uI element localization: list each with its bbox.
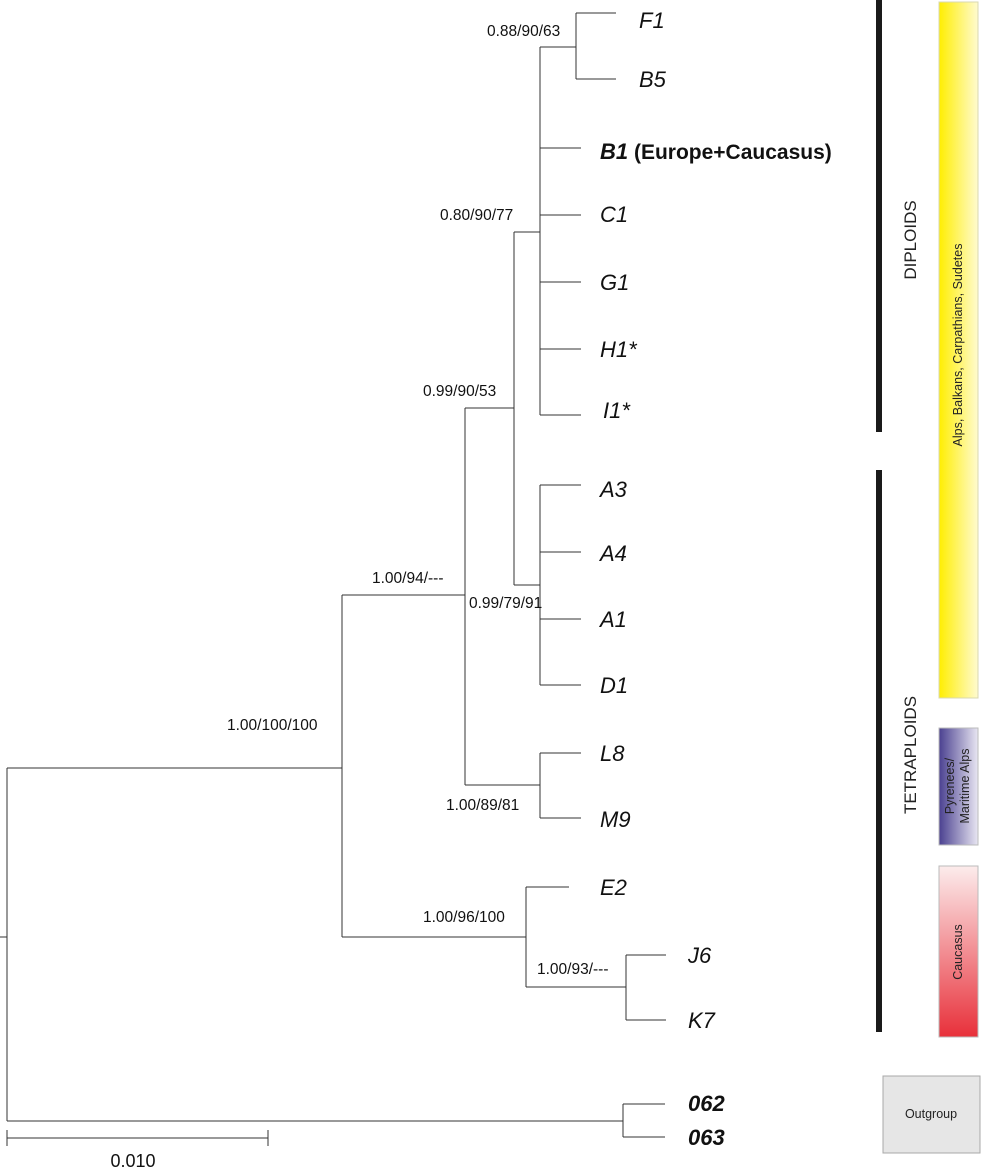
tip-label-h1: H1* [600, 337, 638, 362]
tetraploids-bar [876, 470, 882, 1032]
scale-bar-label: 0.010 [110, 1151, 155, 1169]
support-f1b5: 0.88/90/63 [487, 23, 560, 40]
tip-label-f1: F1 [639, 8, 665, 33]
tree-branches [0, 12, 666, 1138]
region-caucasus-box [938, 865, 979, 1038]
region-alps-box [938, 1, 979, 699]
tip-label-063: 063 [688, 1125, 725, 1150]
tip-label-k7: K7 [688, 1008, 716, 1033]
tip-label-b1-name: B1 [600, 139, 628, 164]
region-outgroup-box [882, 1075, 981, 1154]
region-alps-label: Alps, Balkans, Carpathians, Sudetes [951, 244, 965, 447]
region-caucasus-label: Caucasus [951, 924, 965, 980]
tip-label-i1: I1* [603, 398, 631, 423]
tip-label-a4: A4 [598, 541, 627, 566]
support-values: 0.88/90/63 0.80/90/77 0.99/90/53 1.00/94… [227, 23, 609, 978]
region-pyrenees-label-1: Pyrenees/ [943, 757, 957, 814]
support-j6k7: 1.00/93/--- [537, 961, 609, 978]
tip-label-a1: A1 [598, 607, 627, 632]
diploids-label: DIPLOIDS [901, 200, 920, 279]
tip-label-b5: B5 [639, 67, 667, 92]
tip-label-e2: E2 [600, 875, 627, 900]
tip-labels: F1 B5 B1 (Europe+Caucasus) C1 G1 H1* I1*… [598, 8, 832, 1150]
tip-label-062: 062 [688, 1091, 725, 1116]
scale-bar: 0.010 [6, 1130, 269, 1169]
tip-label-a3: A3 [598, 477, 628, 502]
support-alps-clade: 0.99/90/53 [423, 383, 496, 400]
support-caucasus-clade: 1.00/96/100 [423, 909, 505, 926]
support-ingroup: 1.00/100/100 [227, 717, 318, 734]
tip-label-b1-region: (Europe+Caucasus) [628, 141, 832, 164]
support-ingroup-a: 1.00/94/--- [372, 570, 444, 587]
region-outgroup-label: Outgroup [905, 1107, 957, 1121]
tip-label-l8: L8 [600, 741, 625, 766]
tetraploids-label: TETRAPLOIDS [901, 696, 920, 814]
support-diploid-core: 0.80/90/77 [440, 207, 513, 224]
diploids-bar [876, 0, 882, 432]
support-l8m9: 1.00/89/81 [446, 797, 519, 814]
tip-label-b1: B1 (Europe+Caucasus) [600, 139, 832, 164]
support-a-clade: 0.99/79/91 [469, 595, 542, 612]
tip-label-j6: J6 [687, 943, 712, 968]
region-boxes: Alps, Balkans, Carpathians, Sudetes Pyre… [882, 1, 981, 1154]
region-pyrenees-label-2: Maritime Alps [958, 748, 972, 823]
tip-label-c1: C1 [600, 202, 628, 227]
tip-label-m9: M9 [600, 807, 631, 832]
region-pyrenees-box [938, 727, 979, 846]
tip-label-d1: D1 [600, 673, 628, 698]
tip-label-g1: G1 [600, 270, 629, 295]
ploidy-groups: DIPLOIDS TETRAPLOIDS [876, 0, 920, 1032]
